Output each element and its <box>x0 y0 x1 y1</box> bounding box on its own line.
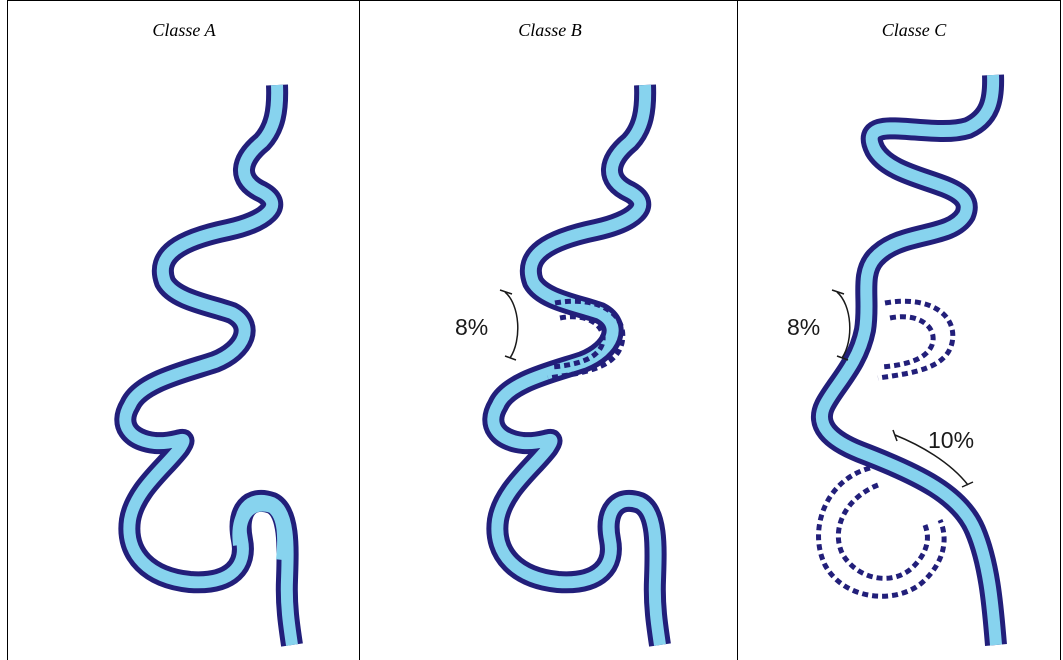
bracket-c-10-cap-right <box>962 482 973 487</box>
river-a <box>125 85 292 645</box>
bracket-c-8 <box>832 290 850 360</box>
annotation-c-10pct: 10% <box>928 427 974 453</box>
annotation-b-8pct: 8% <box>455 314 488 340</box>
annotation-c-8pct: 8% <box>787 314 820 340</box>
cutoff-c-upper-inner <box>882 317 933 367</box>
cutoff-c-upper <box>878 301 953 378</box>
bracket-b <box>500 290 518 360</box>
bracket-b-arc <box>505 292 518 358</box>
cutoff-c-lower-inner <box>838 485 927 578</box>
